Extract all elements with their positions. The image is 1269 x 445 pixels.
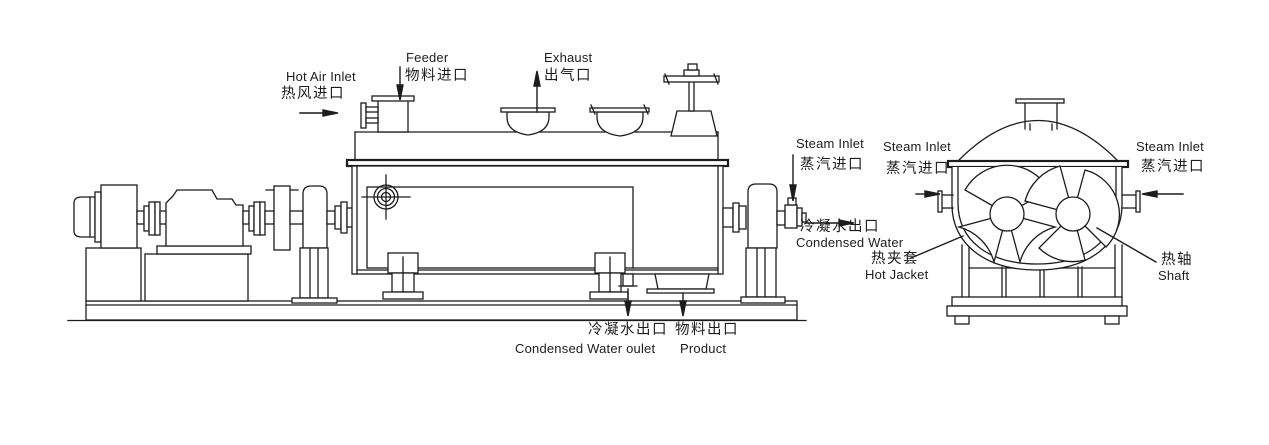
sight-glass <box>361 174 411 220</box>
rotor-hub-left <box>989 196 1025 232</box>
exhaust-arrow <box>533 70 541 113</box>
drain-pipe <box>618 273 638 287</box>
steam-inlet-left-arrow <box>915 190 941 198</box>
shaft-leader-line <box>1096 227 1157 263</box>
motor-fan-cover <box>73 196 96 238</box>
bearing-stand-right <box>740 183 786 304</box>
discharge-chute <box>646 273 715 294</box>
rotary-steam-joint <box>776 197 807 229</box>
condensed-water-label-en: Condensed Water <box>796 235 904 250</box>
base-frame <box>67 300 807 322</box>
hot-jacket-leader-line <box>910 235 964 259</box>
bearing-stand-left <box>291 185 338 304</box>
coupling-1 <box>143 201 168 236</box>
motor-drive-assembly <box>73 184 354 304</box>
product-label-en: Product <box>680 341 727 356</box>
cross-section-view <box>937 98 1141 325</box>
hot-air-inlet-label-zh: 热风进口 <box>281 86 345 102</box>
hot-air-inlet-arrow <box>299 109 339 117</box>
flange-disc <box>273 185 291 251</box>
dome-cover <box>957 120 1119 162</box>
dryer-drum-side-view <box>345 63 807 304</box>
steam-inlet-rotary-label-en: Steam Inlet <box>796 136 864 151</box>
steam-nozzle-left <box>937 190 954 213</box>
rotor-hub-right <box>1055 196 1091 232</box>
steam-inlet-right-label-zh: 蒸汽进口 <box>1141 159 1205 175</box>
steam-inlet-right-label-en: Steam Inlet <box>1136 139 1204 154</box>
condensed-water-label-zh: 冷凝水出口 <box>800 219 880 235</box>
valve-with-handwheel <box>663 63 720 137</box>
condensed-water-outlet-arrow <box>624 288 632 317</box>
annotation-arrows <box>299 66 1184 317</box>
condensed-water-arrow <box>805 219 855 227</box>
steam-inlet-rotary-arrow <box>789 154 797 202</box>
drum-leg-2 <box>589 252 629 300</box>
hot-air-inlet-label-en: Hot Air Inlet <box>286 69 356 84</box>
feeder-label-en: Feeder <box>406 50 449 65</box>
manhole-nozzle <box>589 104 650 137</box>
cross-section-stand <box>946 244 1128 325</box>
steam-inlet-right-arrow <box>1141 190 1184 198</box>
exhaust-label-en: Exhaust <box>544 50 593 65</box>
exhaust-label-zh: 出气口 <box>544 68 592 84</box>
vessel-flange <box>946 159 1130 169</box>
girth-flange <box>345 158 730 168</box>
drum-leg-1 <box>382 252 424 300</box>
feeder-label-zh: 物料进口 <box>405 68 469 84</box>
shaft-label-zh: 热轴 <box>1161 252 1193 268</box>
steam-inlet-left-label-zh: 蒸汽进口 <box>886 161 950 177</box>
condensed-water-outlet-label-en: Condensed Water oulet <box>515 341 656 356</box>
product-label-zh: 物料出口 <box>675 322 739 338</box>
feeder-nozzle <box>360 95 415 133</box>
product-arrow <box>679 292 687 317</box>
motor-body <box>100 184 138 249</box>
steam-nozzle-right <box>1121 190 1141 213</box>
shaft-label-en: Shaft <box>1158 268 1190 283</box>
coupling-2 <box>242 201 275 236</box>
hot-jacket-label-en: Hot Jacket <box>865 267 929 282</box>
hot-jacket-label-zh: 热夹套 <box>871 251 919 267</box>
exhaust-nozzle <box>500 107 556 136</box>
condensed-water-outlet-label-zh: 冷凝水出口 <box>588 322 668 338</box>
steam-inlet-rotary-label-zh: 蒸汽进口 <box>800 157 864 173</box>
gearbox <box>156 189 252 255</box>
top-nozzle <box>1015 98 1065 131</box>
steam-inlet-left-label-en: Steam Inlet <box>883 139 951 154</box>
jacket-panel <box>366 186 634 269</box>
feeder-arrow <box>396 66 404 101</box>
